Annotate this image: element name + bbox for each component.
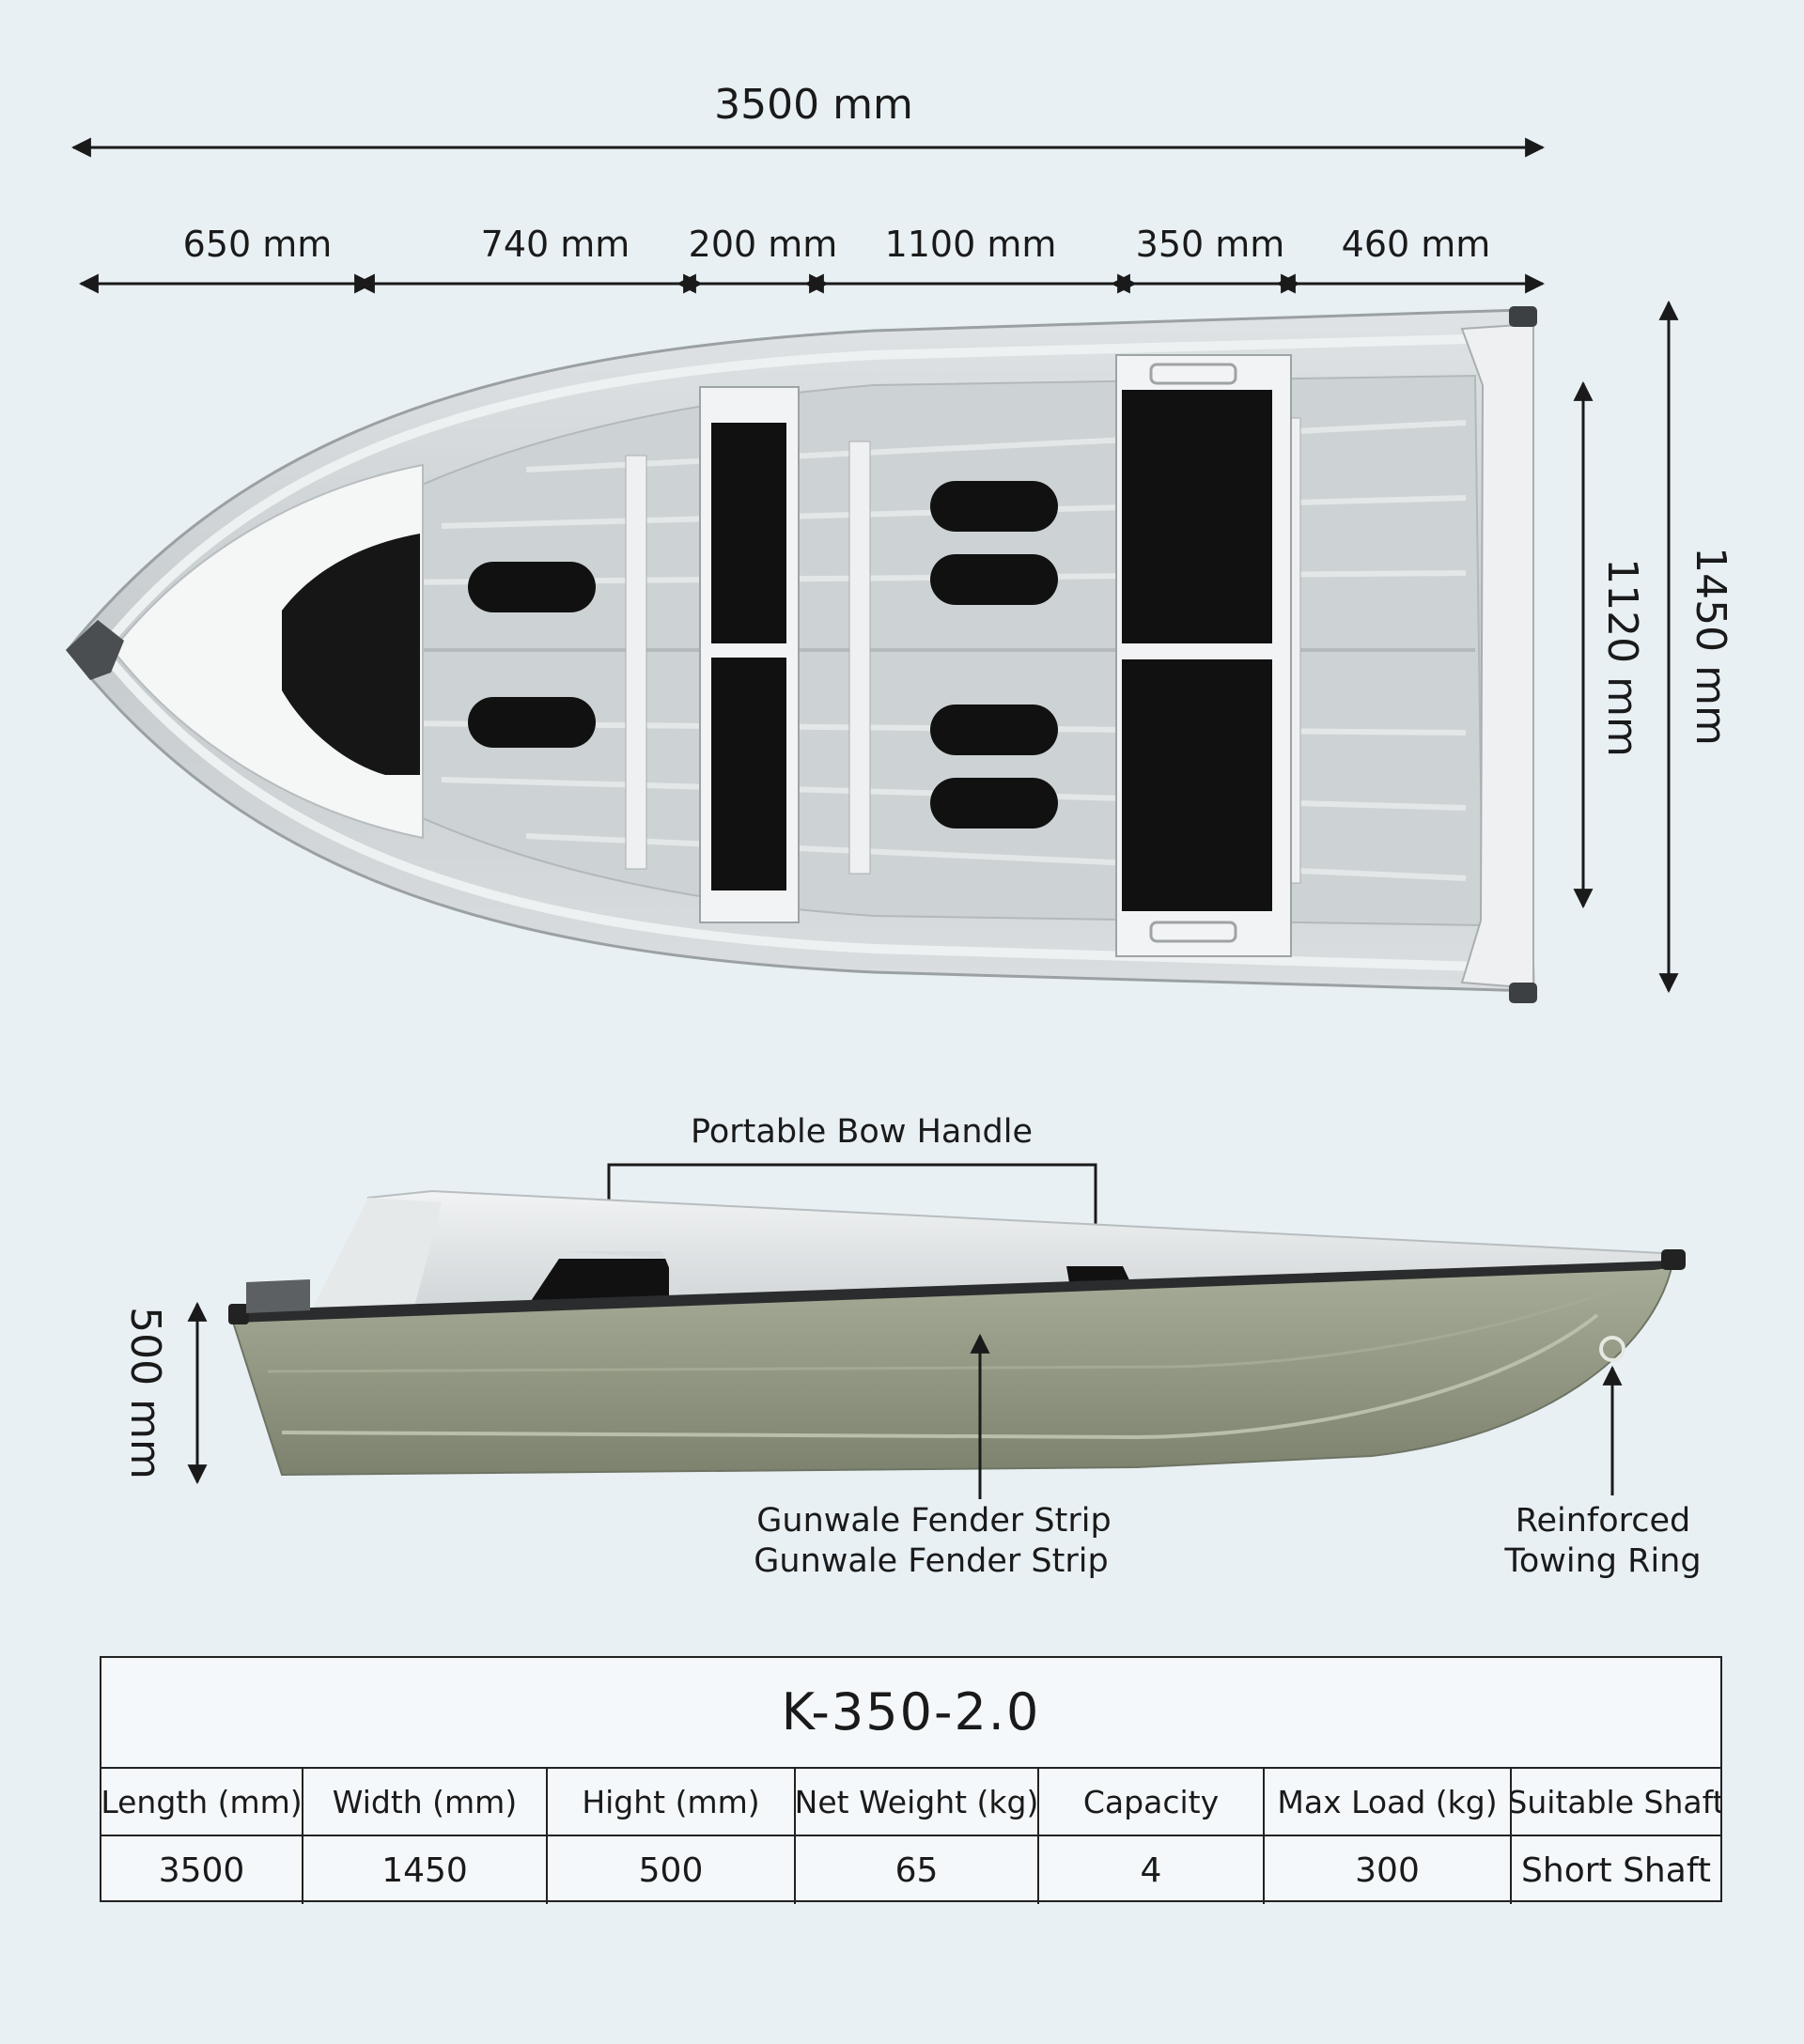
model-title: K-350-2.0 bbox=[101, 1658, 1720, 1769]
towing-label-line2: Towing Ring bbox=[1503, 1542, 1701, 1580]
bow-deck-pad bbox=[282, 534, 420, 775]
spec-header-cell: Hight (mm) bbox=[548, 1769, 796, 1836]
spec-header-cell: Length (mm) bbox=[101, 1769, 303, 1836]
overall-width-label: 1450 mm bbox=[1687, 547, 1734, 746]
segment-label-4: 1100 mm bbox=[885, 224, 1057, 265]
floor-slots bbox=[468, 481, 1058, 828]
spec-value-cell: 500 bbox=[548, 1836, 796, 1904]
segment-label-3: 200 mm bbox=[689, 224, 838, 265]
towing-ring bbox=[1599, 1336, 1625, 1362]
inner-width-label: 1120 mm bbox=[1598, 558, 1646, 757]
spec-value-cell: Short Shaft bbox=[1521, 1850, 1711, 1890]
spec-value-cell: 3500 bbox=[101, 1836, 303, 1904]
rear-seat-pad-upper bbox=[1122, 390, 1272, 643]
spec-value-cell: 4 bbox=[1039, 1836, 1265, 1904]
overall-length-label: 3500 mm bbox=[714, 81, 913, 129]
rear-seat-pad-lower bbox=[1122, 659, 1272, 911]
spec-header-cell: Width (mm) bbox=[303, 1769, 548, 1836]
fender-label-line1: Gunwale Fender Strip bbox=[756, 1502, 1111, 1540]
segment-label-1: 650 mm bbox=[183, 224, 333, 265]
spec-header-cell: Capacity bbox=[1039, 1769, 1265, 1836]
boat-side-view bbox=[228, 1189, 1686, 1477]
fender-label-line2: Gunwale Fender Strip bbox=[754, 1542, 1108, 1580]
segment-label-6: 460 mm bbox=[1342, 224, 1491, 265]
bow-handle-label: Portable Bow Handle bbox=[691, 1113, 1033, 1151]
segment-label-2: 740 mm bbox=[481, 224, 630, 265]
middle-seat-pad-upper bbox=[711, 423, 786, 643]
spec-header-cell: Max Load (kg) bbox=[1265, 1769, 1512, 1836]
spec-header-cell: Suitable Shaft bbox=[1512, 1769, 1720, 1836]
towing-label-line1: Reinforced bbox=[1516, 1502, 1691, 1540]
spec-value-cell: 65 bbox=[796, 1836, 1039, 1904]
spec-table: K-350-2.0 Length (mm)Width (mm)Hight (mm… bbox=[100, 1656, 1722, 1904]
height-label: 500 mm bbox=[121, 1307, 169, 1479]
middle-seat-pad-lower bbox=[711, 658, 786, 890]
spec-header-cell: Net Weight (kg) bbox=[796, 1769, 1039, 1836]
gunwale-strip bbox=[230, 1254, 1684, 1323]
segment-label-5: 350 mm bbox=[1136, 224, 1285, 265]
spec-value-cell: 300 bbox=[1265, 1836, 1512, 1904]
boat-top-view bbox=[66, 306, 1537, 1003]
spec-value-cell: 1450 bbox=[303, 1836, 548, 1904]
spec-grid: Length (mm)Width (mm)Hight (mm)Net Weigh… bbox=[101, 1769, 1720, 1904]
